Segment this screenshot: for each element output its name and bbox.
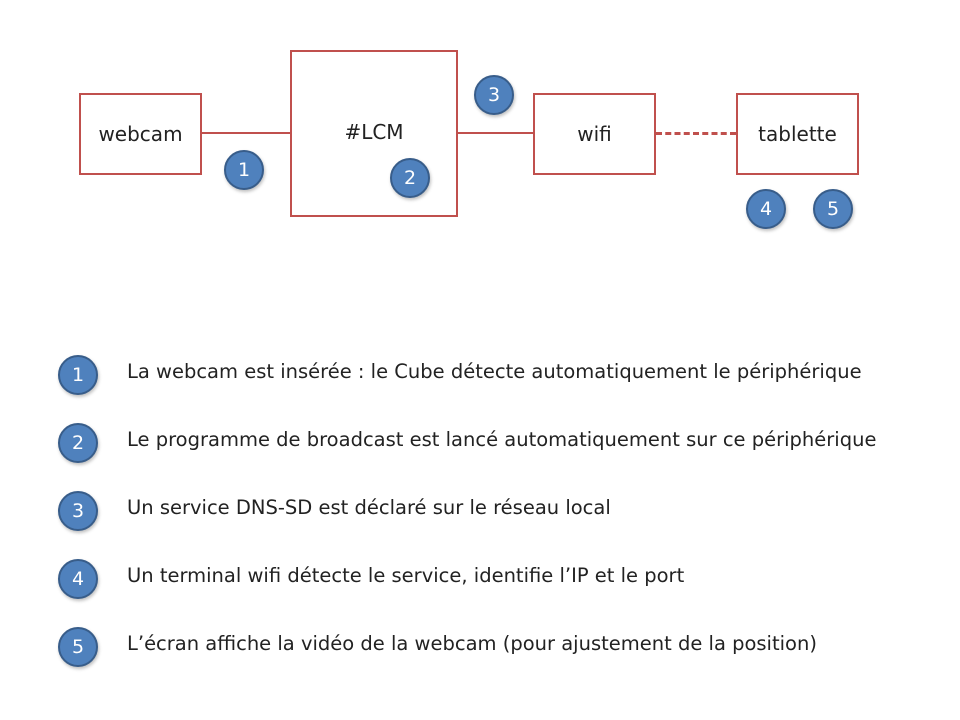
step-text: L’écran affiche la vidéo de la webcam (p… bbox=[127, 632, 817, 655]
step-badge: 3 bbox=[58, 491, 98, 531]
step-text: La webcam est insérée : le Cube détecte … bbox=[127, 360, 862, 383]
node-tablette-label: tablette bbox=[758, 122, 837, 146]
step-badge: 5 bbox=[58, 627, 98, 667]
node-webcam: webcam bbox=[79, 93, 202, 175]
step-badge: 4 bbox=[58, 559, 98, 599]
node-tablette: tablette bbox=[736, 93, 859, 175]
badge-4: 4 bbox=[746, 189, 786, 229]
step-badge: 1 bbox=[58, 355, 98, 395]
step-text: Le programme de broadcast est lancé auto… bbox=[127, 428, 877, 451]
node-webcam-label: webcam bbox=[98, 122, 183, 146]
badge-3: 3 bbox=[474, 75, 514, 115]
badge-2: 2 bbox=[390, 158, 430, 198]
badge-1: 1 bbox=[224, 150, 264, 190]
node-wifi: wifi bbox=[533, 93, 656, 175]
node-wifi-label: wifi bbox=[577, 122, 612, 146]
step-text: Un service DNS-SD est déclaré sur le rés… bbox=[127, 496, 611, 519]
connector-wifi-tablette-dashed bbox=[656, 132, 736, 135]
badge-5: 5 bbox=[813, 189, 853, 229]
node-lcm: #LCM bbox=[290, 50, 458, 217]
connector-lcm-wifi bbox=[458, 132, 533, 134]
step-badge: 2 bbox=[58, 423, 98, 463]
node-lcm-label: #LCM bbox=[344, 120, 404, 144]
connector-webcam-lcm bbox=[202, 132, 291, 134]
step-text: Un terminal wifi détecte le service, ide… bbox=[127, 564, 685, 587]
